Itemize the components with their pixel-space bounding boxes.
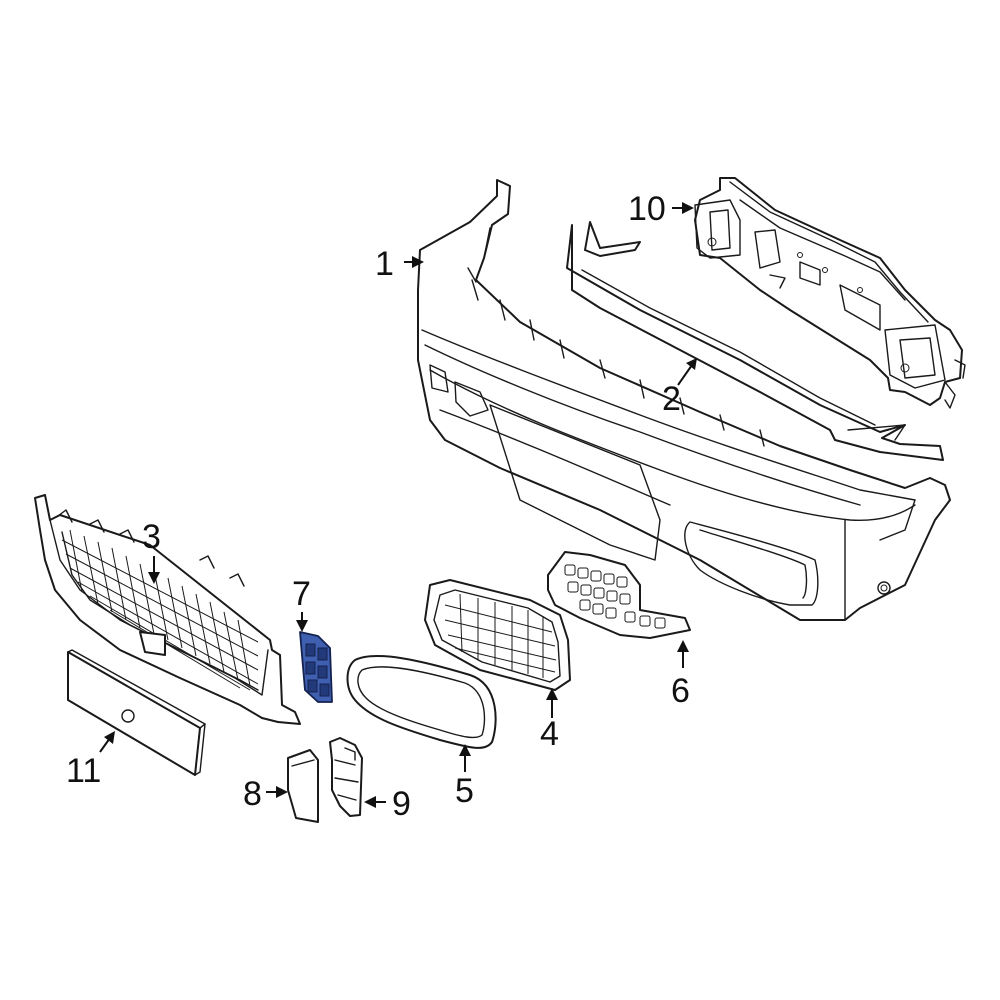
side-insert-cells [564,564,666,629]
callout-9[interactable]: 9 [392,785,411,823]
callout-5[interactable]: 5 [455,772,474,810]
callout-7[interactable]: 7 [292,575,311,613]
callout-leaders [99,202,697,808]
part-bracket-highlighted [299,631,333,703]
callout-labels: 1 2 3 4 5 6 7 8 9 10 11 [66,190,690,823]
part-lower-grille [34,494,301,725]
callout-10[interactable]: 10 [628,190,666,228]
part-license-bracket [67,649,206,776]
callout-11[interactable]: 11 [66,752,101,790]
part-support-bracket [329,737,363,817]
part-side-grille [424,579,571,691]
callout-1[interactable]: 1 [375,245,394,283]
part-end-cap [287,749,319,823]
callout-6[interactable]: 6 [671,672,690,710]
callout-2[interactable]: 2 [662,380,681,418]
part-fog-bezel [346,654,497,749]
part-side-insert [547,551,691,639]
grille-mesh [61,529,259,691]
callout-3[interactable]: 3 [142,518,161,556]
callout-8[interactable]: 8 [243,775,262,813]
part-bumper-cover [417,179,951,621]
part-reinforcement-beam [694,177,966,409]
part-absorber-strip [566,221,944,461]
side-grille-mesh [444,593,557,678]
callout-4[interactable]: 4 [540,715,559,753]
